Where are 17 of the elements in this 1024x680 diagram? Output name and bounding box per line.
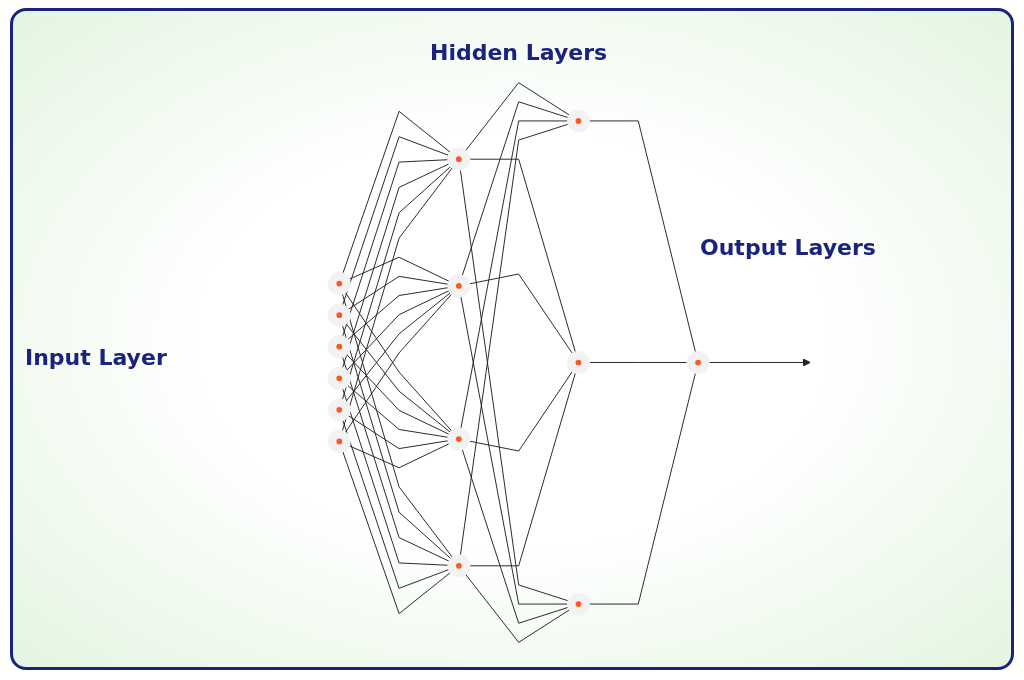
layer-label: Input Layer (25, 345, 167, 370)
node-circle (567, 592, 590, 616)
node-circle (567, 351, 590, 374)
node-circle (447, 554, 471, 578)
node-circle (447, 147, 471, 171)
node-circle (327, 272, 351, 296)
node-circle (327, 398, 351, 422)
node-circle (686, 351, 710, 374)
node-circle (327, 366, 351, 390)
node-circle (447, 274, 471, 298)
node-circle (327, 429, 351, 453)
node-circle (327, 303, 351, 327)
node-circle (327, 335, 351, 359)
node-circle (567, 109, 590, 133)
layer-label: Output Layers (700, 235, 876, 260)
node-circle (447, 427, 471, 451)
layer-label: Hidden Layers (430, 40, 608, 65)
